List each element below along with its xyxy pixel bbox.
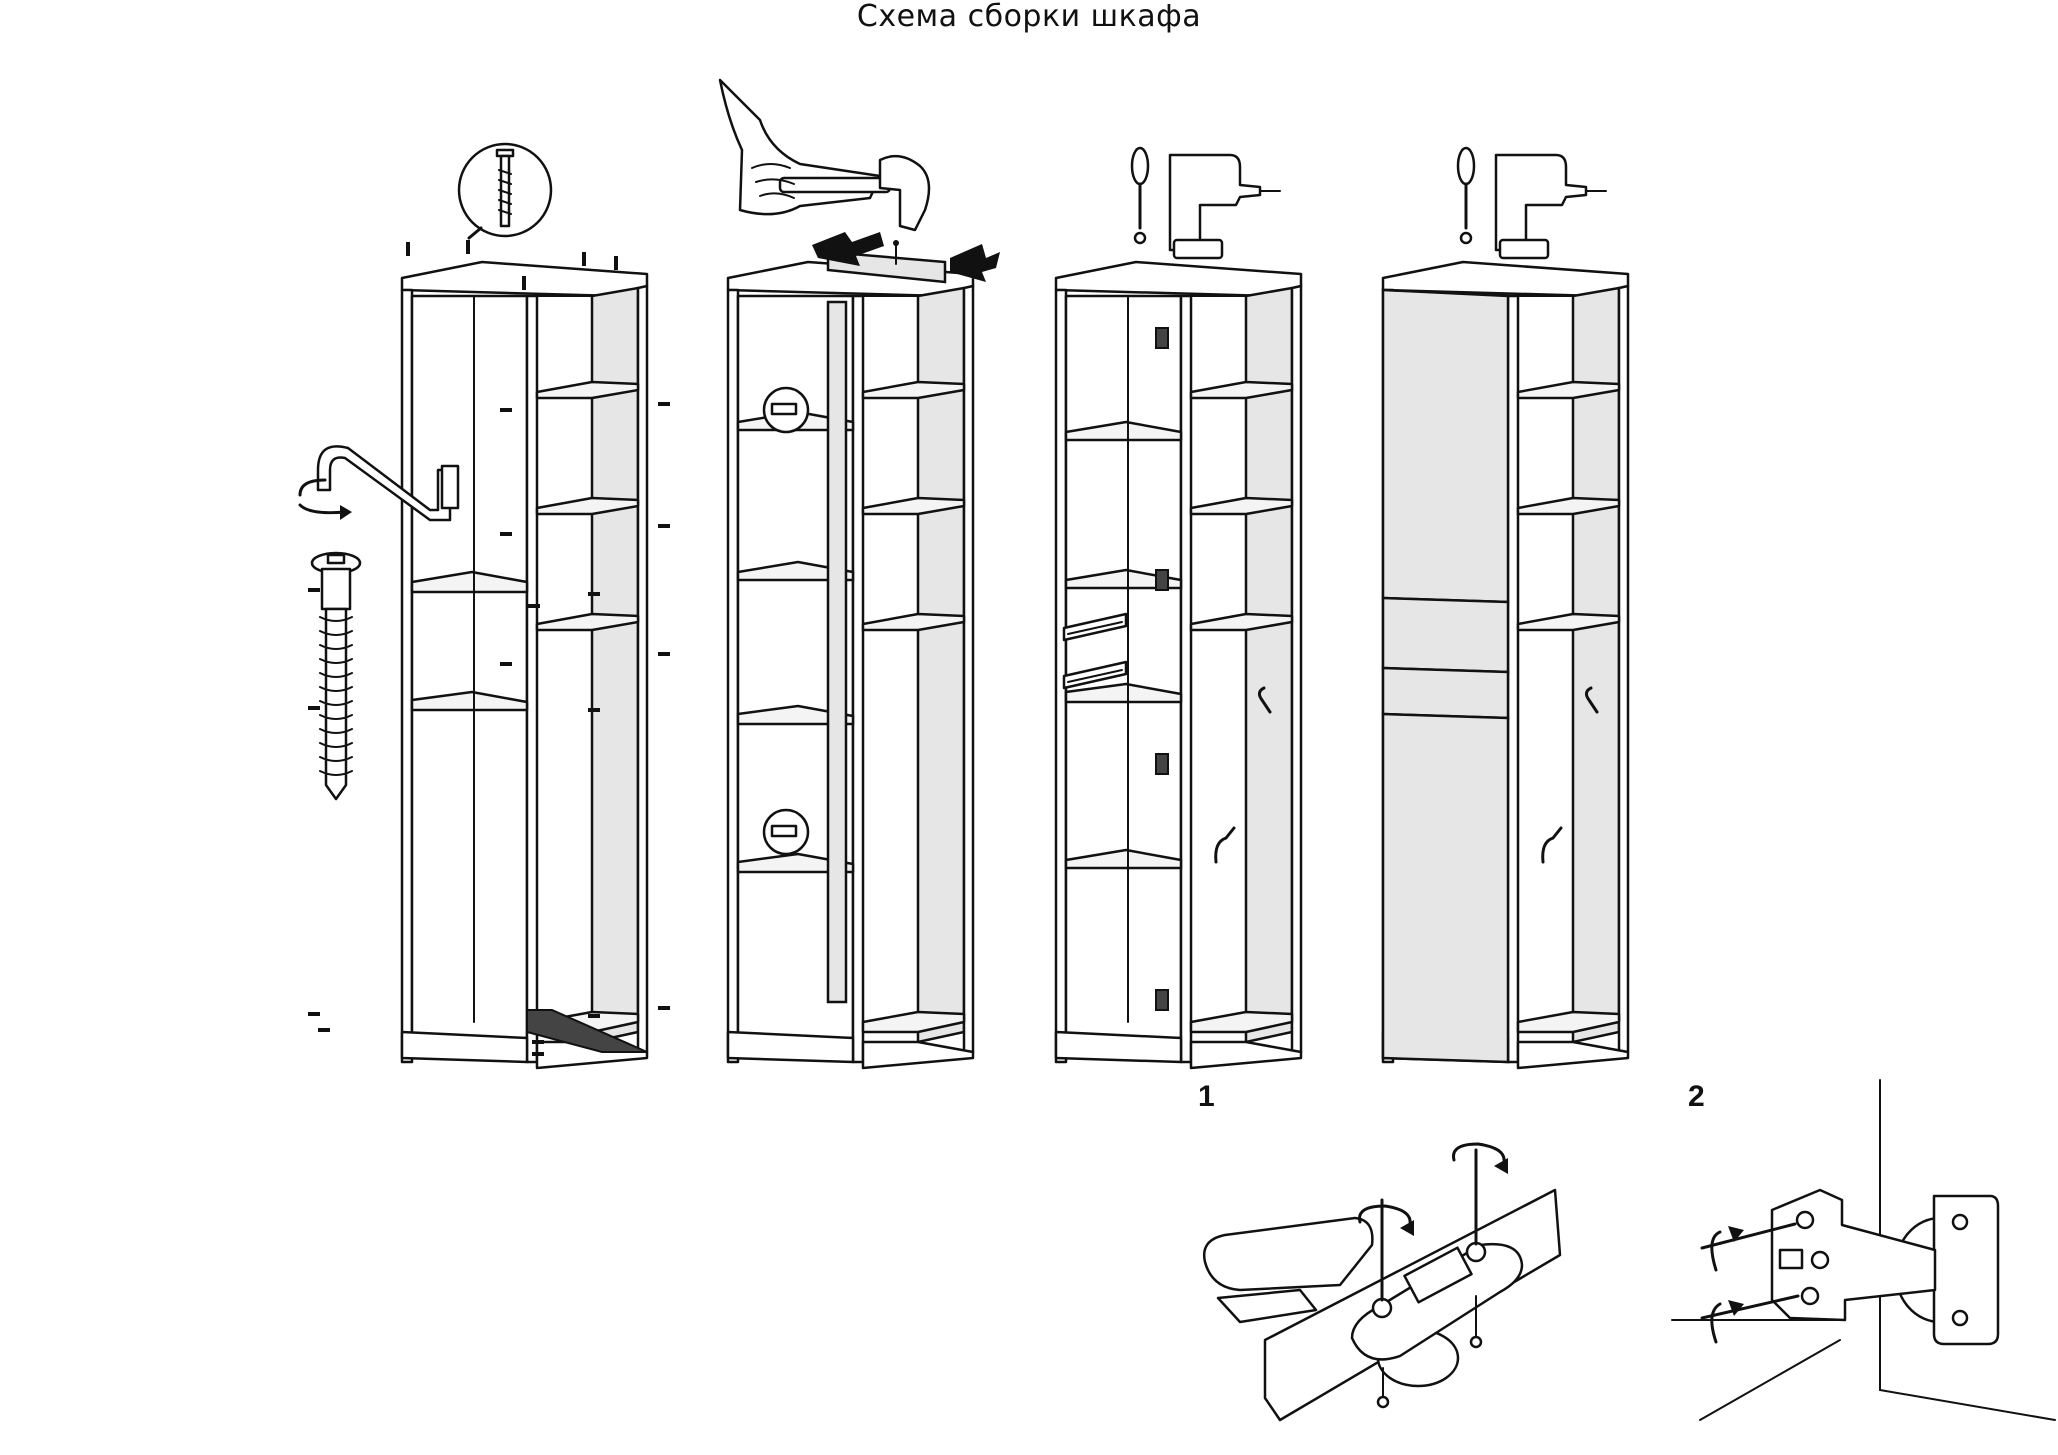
back-panel-icon — [812, 232, 1000, 284]
drawer-runner-icon — [1062, 612, 1128, 690]
cabinet-step-a — [308, 240, 670, 1070]
dowel-marks — [308, 240, 670, 1056]
handle-icon — [1214, 686, 1272, 864]
cabinet-step-c — [1054, 260, 1303, 1070]
drill-icon — [1494, 153, 1607, 260]
handle-icon — [1541, 686, 1599, 864]
hinge-mark-icon — [1155, 327, 1169, 1011]
hammer-icon — [718, 78, 931, 232]
step-label-2: 2 — [1688, 1080, 1705, 1113]
hex-key-icon — [298, 445, 460, 522]
confirmat-screw-icon — [310, 551, 362, 801]
page-title: Схема сборки шкафа — [856, 0, 1202, 34]
hinge-adjust-icon — [1671, 1079, 2056, 1421]
dowel-detail-icon — [762, 386, 810, 856]
screwdriver-icon — [1130, 146, 1150, 245]
screwdriver-icon — [1456, 146, 1476, 245]
cabinet-step-b — [726, 260, 975, 1070]
hinge-icon — [1202, 1142, 1562, 1422]
screw-icon — [457, 142, 553, 240]
step-label-1: 1 — [1198, 1080, 1215, 1113]
drill-icon — [1168, 153, 1281, 260]
cabinet-step-d — [1381, 260, 1630, 1070]
